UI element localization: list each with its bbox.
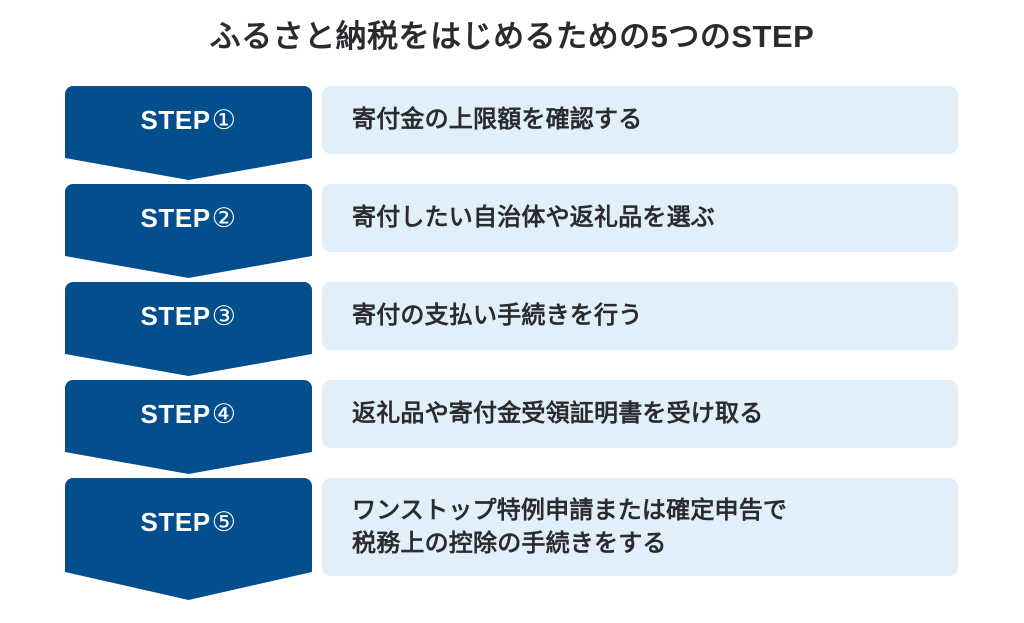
chevron-down-icon bbox=[65, 566, 312, 600]
step-badge-word: STEP bbox=[140, 507, 211, 537]
step-description-text: 返礼品や寄付金受領証明書を受け取る bbox=[352, 400, 764, 428]
step-badge-word: STEP bbox=[140, 105, 211, 135]
circled-number-icon: ⑤ bbox=[211, 506, 237, 537]
chevron-down-icon bbox=[65, 448, 312, 474]
chevron-down-icon bbox=[65, 252, 312, 278]
step-description-text: 寄付の支払い手続きを行う bbox=[352, 302, 643, 330]
step-description-text: 寄付金の上限額を確認する bbox=[352, 106, 643, 134]
step-description-panel-1: 寄付金の上限額を確認する bbox=[322, 86, 958, 154]
step-description-text: 寄付したい自治体や返礼品を選ぶ bbox=[352, 204, 715, 232]
chevron-down-icon bbox=[65, 154, 312, 180]
circled-number-icon: ② bbox=[211, 202, 237, 233]
step-description-text: ワンストップ特例申請または確定申告で 税務上の控除の手続きをする bbox=[352, 496, 788, 557]
step-description-panel-3: 寄付の支払い手続きを行う bbox=[322, 282, 958, 350]
circled-number-icon: ① bbox=[211, 104, 237, 135]
page-title: ふるさと納税をはじめるための5つのSTEP bbox=[209, 19, 815, 54]
chevron-down-icon bbox=[65, 350, 312, 376]
step-badge-word: STEP bbox=[140, 399, 211, 429]
circled-number-icon: ③ bbox=[211, 300, 237, 331]
step-badge-word: STEP bbox=[140, 203, 211, 233]
step-badge-word: STEP bbox=[140, 301, 211, 331]
step-description-panel-5: ワンストップ特例申請または確定申告で 税務上の控除の手続きをする bbox=[322, 478, 958, 576]
step-description-panel-2: 寄付したい自治体や返礼品を選ぶ bbox=[322, 184, 958, 252]
step-description-panel-4: 返礼品や寄付金受領証明書を受け取る bbox=[322, 380, 958, 448]
circled-number-icon: ④ bbox=[211, 398, 237, 429]
